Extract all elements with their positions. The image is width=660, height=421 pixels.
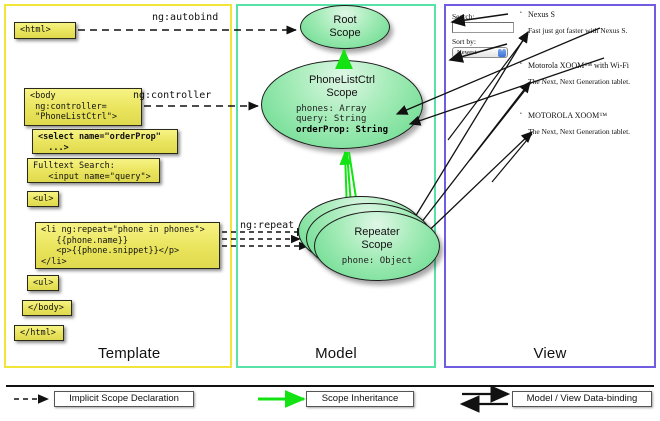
edge-label-ng-autobind: ng:autobind xyxy=(152,12,219,23)
code-box-fulltext-search[interactable]: Fulltext Search: <input name="query"> xyxy=(27,158,160,183)
column-label-model: Model xyxy=(315,345,357,362)
code-box-select[interactable]: <select name="orderProp" ...> xyxy=(32,129,178,154)
scope-repeater-title-2: Scope xyxy=(361,238,393,251)
legend-implicit-scope-declaration: Implicit Scope Declaration xyxy=(54,391,194,407)
view-search-label: Search: xyxy=(452,12,475,21)
column-model: Model xyxy=(236,4,436,368)
phone-snippet-2: The Next, Next Generation tablet. xyxy=(528,127,631,136)
scope-repeater-props: phone: Object xyxy=(341,255,413,266)
code-box-ul-open[interactable]: <ul> xyxy=(27,191,59,207)
edge-label-ng-repeat: ng:repeat xyxy=(240,220,295,231)
code-box-li-repeat[interactable]: <li ng:repeat="phone in phones"> {{phone… xyxy=(35,222,220,269)
scope-repeater[interactable]: Repeater Scope phone: Object xyxy=(314,211,440,281)
view-pane: Search: Sort by: Newest ▾ • Nexus S Fast… xyxy=(452,10,650,140)
sort-by-value: Newest xyxy=(457,49,477,56)
list-bullet-icon: • xyxy=(520,11,522,16)
scope-repeater-title-1: Repeater xyxy=(354,225,400,238)
phone-name-0[interactable]: Nexus S xyxy=(528,10,555,19)
list-bullet-icon: • xyxy=(520,112,522,117)
scope-phonelistctrl[interactable]: PhoneListCtrl Scope phones: Array query:… xyxy=(261,60,423,149)
edge-label-ng-controller: ng:controller xyxy=(133,90,212,101)
code-box-body-open[interactable]: <body ng:controller= "PhoneListCtrl"> xyxy=(24,88,142,126)
code-box-html-open[interactable]: <html> xyxy=(14,22,76,39)
column-label-view: View xyxy=(533,345,567,362)
scope-ctrl-title-1: PhoneListCtrl xyxy=(308,73,376,86)
phone-snippet-0: Fast just got faster with Nexus S. xyxy=(528,26,628,35)
column-label-template: Template xyxy=(98,345,161,362)
scope-ctrl-title-2: Scope xyxy=(326,86,358,99)
search-input[interactable] xyxy=(452,22,514,33)
legend-scope-inheritance: Scope Inheritance xyxy=(306,391,414,407)
scope-root-title-1: Root xyxy=(333,14,357,26)
view-sort-label: Sort by: xyxy=(452,37,476,46)
scope-ctrl-prop-orderprop: orderProp: String xyxy=(295,124,389,135)
phone-name-1[interactable]: Motorola XOOM™ with Wi-Fi xyxy=(528,61,629,70)
scope-root-title-2: Scope xyxy=(329,27,361,39)
legend-model-view-databinding: Model / View Data-binding xyxy=(512,391,652,407)
phone-snippet-1: The Next, Next Generation tablet. xyxy=(528,77,631,86)
code-box-html-close[interactable]: </html> xyxy=(14,325,64,341)
scope-root[interactable]: Root Scope xyxy=(300,5,390,49)
scope-ctrl-prop-query: query: String xyxy=(295,114,367,125)
list-bullet-icon: • xyxy=(520,62,522,67)
phone-name-2[interactable]: MOTOROLA XOOM™ xyxy=(528,111,608,120)
code-box-ul-close[interactable]: <ul> xyxy=(27,275,59,291)
scope-ctrl-props: phones: Array query: String orderProp: S… xyxy=(296,104,388,136)
chevron-updown-icon[interactable]: ▾ xyxy=(498,48,506,57)
sort-by-select[interactable]: Newest ▾ xyxy=(452,47,508,58)
code-box-body-close[interactable]: </body> xyxy=(22,300,72,316)
legend-divider xyxy=(6,385,654,387)
scope-ctrl-prop-phones: phones: Array xyxy=(295,103,367,114)
